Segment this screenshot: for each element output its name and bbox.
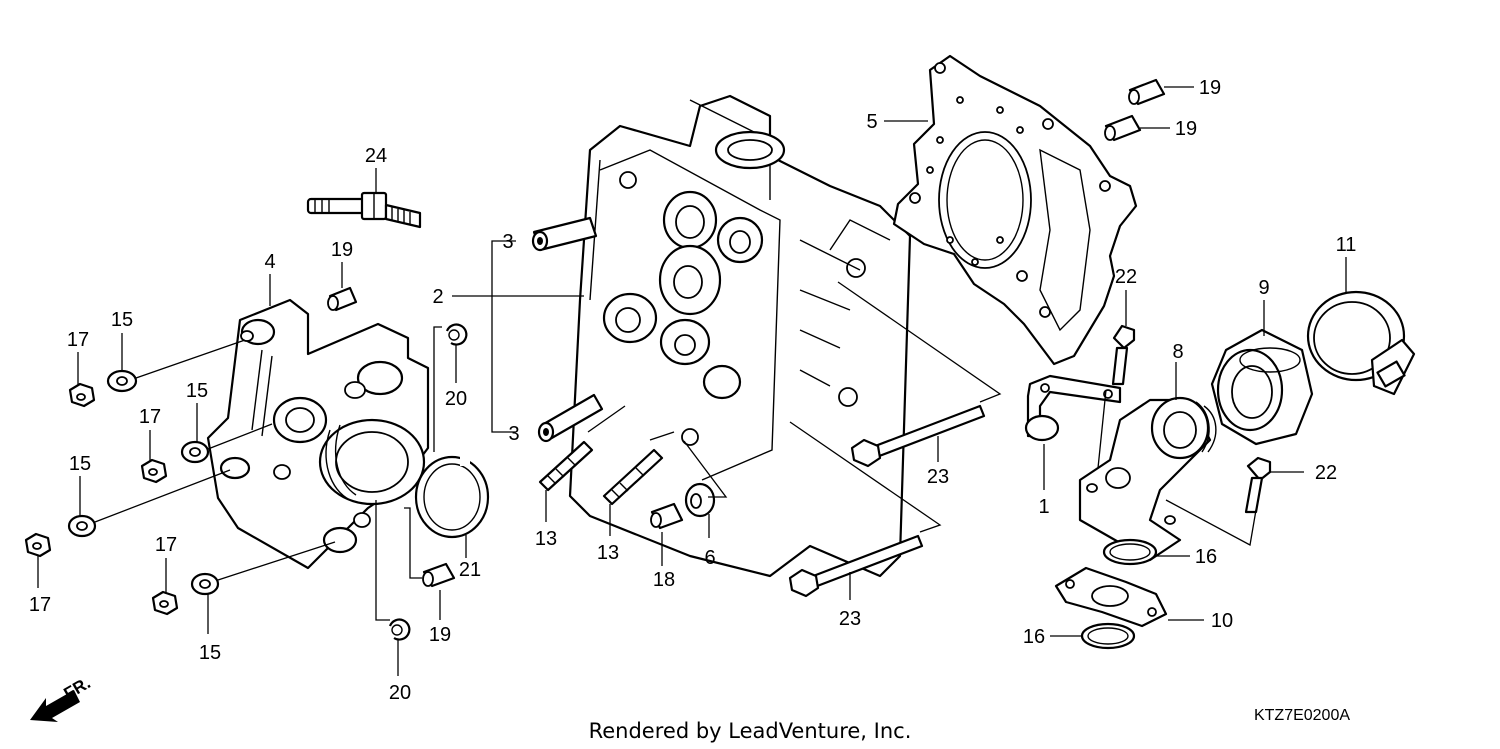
callout-11: 11 <box>1336 234 1357 256</box>
callout-2: 2 <box>432 286 443 308</box>
flange-bolt-part[interactable] <box>788 534 924 598</box>
washer-part[interactable] <box>67 514 97 538</box>
callout-15: 15 <box>199 642 221 664</box>
cam-holder-housing-part[interactable] <box>206 298 430 570</box>
callout-13: 13 <box>535 528 557 550</box>
callout-4: 4 <box>264 251 275 273</box>
callout-9: 9 <box>1258 277 1269 299</box>
callout-16: 16 <box>1023 626 1045 648</box>
leader-lines <box>37 86 1347 676</box>
callout-17: 17 <box>155 534 177 556</box>
o-ring-part[interactable] <box>1080 622 1136 650</box>
stud-bolt-part[interactable] <box>602 448 664 506</box>
callout-21: 21 <box>459 559 481 581</box>
callout-5: 5 <box>866 111 877 133</box>
dowel-pin-part[interactable] <box>327 286 358 312</box>
insulator-part[interactable] <box>1210 328 1314 446</box>
washer-part[interactable] <box>190 572 220 596</box>
callout-23: 23 <box>839 608 861 630</box>
snap-ring-part[interactable] <box>414 455 490 539</box>
clamp-band-part[interactable] <box>1306 290 1416 396</box>
callout-15: 15 <box>69 453 91 475</box>
dowel-pin-part[interactable] <box>422 562 456 588</box>
callout-19: 19 <box>1199 77 1221 99</box>
callout-19: 19 <box>331 239 353 261</box>
callout-labels: 24 19 4 15 17 15 17 15 17 17 15 20 21 19… <box>29 77 1357 704</box>
bracket-part[interactable] <box>1024 374 1122 442</box>
insulator-gasket-part[interactable] <box>1054 566 1168 628</box>
washer-part[interactable] <box>106 369 138 393</box>
dowel-pin-part[interactable] <box>650 502 684 530</box>
clip-part[interactable] <box>445 323 468 346</box>
callout-19: 19 <box>429 624 451 646</box>
cylinder-head-part[interactable] <box>568 94 912 578</box>
callout-20: 20 <box>389 682 411 704</box>
callout-17: 17 <box>139 406 161 428</box>
flange-nut-part[interactable] <box>24 532 52 558</box>
diagram-code: KTZ7E0200A <box>1254 707 1350 724</box>
callout-17: 17 <box>67 329 89 351</box>
dowel-pin-part[interactable] <box>1104 114 1142 142</box>
intake-pipe-part[interactable] <box>1078 396 1217 562</box>
callout-13: 13 <box>597 542 619 564</box>
flange-nut-part[interactable] <box>68 382 96 408</box>
callout-10: 10 <box>1211 610 1233 632</box>
render-credit: Rendered by LeadVenture, Inc. <box>589 719 912 743</box>
o-ring-part[interactable] <box>1102 538 1158 566</box>
flange-nut-part[interactable] <box>151 590 179 616</box>
callout-22: 22 <box>1115 266 1137 288</box>
dowel-pin-part[interactable] <box>1128 78 1166 106</box>
callout-16: 16 <box>1195 546 1217 568</box>
callout-3: 3 <box>502 231 513 253</box>
callout-3: 3 <box>508 423 519 445</box>
callout-18: 18 <box>653 569 675 591</box>
flange-bolt-part[interactable] <box>1111 324 1136 386</box>
flange-nut-part[interactable] <box>140 458 168 484</box>
callout-20: 20 <box>445 388 467 410</box>
front-direction-arrow: FR. <box>30 673 94 722</box>
callout-17: 17 <box>29 594 51 616</box>
flange-bolt-part[interactable] <box>1244 456 1272 514</box>
head-gasket-part[interactable] <box>892 54 1138 366</box>
callout-22: 22 <box>1315 462 1337 484</box>
callout-15: 15 <box>111 309 133 331</box>
callout-24: 24 <box>365 145 387 167</box>
washer-part[interactable] <box>180 440 210 464</box>
valve-guide-part[interactable] <box>531 216 598 252</box>
callout-1: 1 <box>1038 496 1049 518</box>
callout-15: 15 <box>186 380 208 402</box>
callout-8: 8 <box>1172 341 1183 363</box>
valve-guide-part[interactable] <box>537 393 604 443</box>
seal-part[interactable] <box>684 482 716 518</box>
callout-19: 19 <box>1175 118 1197 140</box>
clip-part[interactable] <box>388 618 411 641</box>
callout-6: 6 <box>704 547 715 569</box>
callout-23: 23 <box>927 466 949 488</box>
flange-bolt-part[interactable] <box>850 404 986 468</box>
stud-bolt-part[interactable] <box>538 440 594 492</box>
spark-plug-part[interactable] <box>306 191 422 229</box>
